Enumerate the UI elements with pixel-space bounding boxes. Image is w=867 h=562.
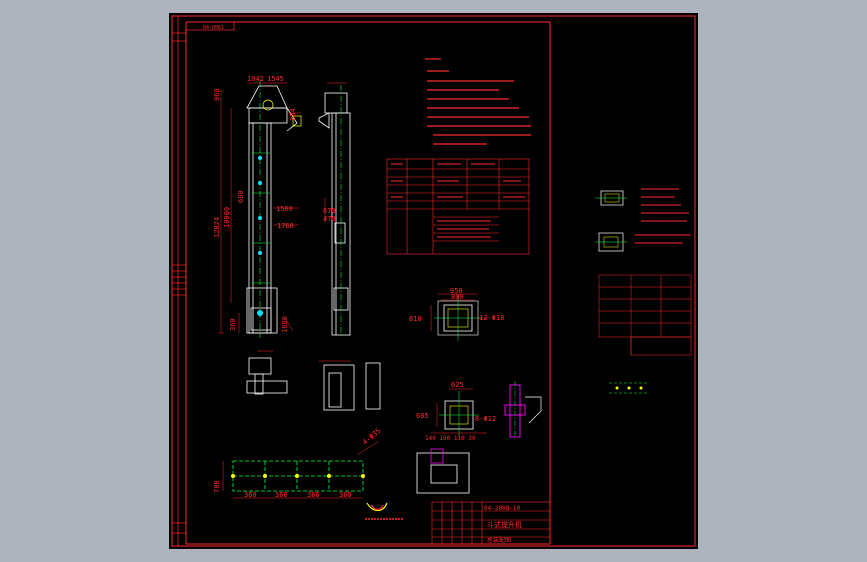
svg-text:12-Φ18: 12-Φ18 <box>479 314 504 322</box>
svg-text:12024: 12024 <box>213 217 221 238</box>
svg-text:950: 950 <box>450 287 463 295</box>
title-block-sub: 总装配图 <box>487 536 511 544</box>
company-logo <box>365 502 403 520</box>
inner-frame <box>185 21 551 545</box>
title-block[interactable] <box>431 501 551 545</box>
technical-notes <box>425 58 531 145</box>
rail-plan-view[interactable]: 780 360 360 360 360 4-Φ35 <box>213 427 382 499</box>
outer-frame <box>171 15 696 547</box>
svg-text:470: 470 <box>323 215 336 223</box>
svg-text:354: 354 <box>289 108 297 121</box>
binding-strip <box>172 16 186 546</box>
svg-text:360: 360 <box>275 491 288 499</box>
parameter-table <box>386 158 530 255</box>
bracket-views[interactable] <box>246 357 470 494</box>
svg-text:670: 670 <box>323 207 336 215</box>
svg-text:360: 360 <box>244 491 257 499</box>
magenta-detail[interactable] <box>504 381 542 441</box>
svg-text:810: 810 <box>409 315 422 323</box>
cad-drawing-sheet[interactable]: 04-0061 1042 1545 <box>169 13 698 549</box>
svg-text:685: 685 <box>416 412 429 420</box>
elevator-side-view[interactable]: 670 470 <box>318 82 351 338</box>
elevator-front-view[interactable] <box>246 81 302 338</box>
title-block-name: 斗式提升机 <box>487 520 522 529</box>
front-view-dim-text: 1042 1545 354 960 12024 10000 680 1500 1… <box>213 75 297 333</box>
svg-text:625: 625 <box>451 381 464 389</box>
svg-text:360: 360 <box>307 491 320 499</box>
svg-text:960: 960 <box>213 88 221 101</box>
svg-text:8-Φ12: 8-Φ12 <box>475 415 496 423</box>
front-view-dimensions <box>218 82 301 334</box>
title-block-code: 04-2008-10 <box>484 505 521 512</box>
section-b-view[interactable]: 625 685 8-Φ12 140 160 110 30 <box>416 381 496 442</box>
section-a-view[interactable]: 950 800 810 12-Φ18 <box>409 287 504 341</box>
svg-text:1042: 1042 <box>247 75 264 83</box>
svg-text:1500: 1500 <box>276 205 293 213</box>
svg-text:4-Φ35: 4-Φ35 <box>361 427 382 447</box>
svg-text:800: 800 <box>451 293 464 301</box>
svg-text:1768: 1768 <box>277 222 294 230</box>
svg-text:360: 360 <box>339 491 352 499</box>
svg-text:1680: 1680 <box>281 316 289 333</box>
corner-code: 04-0061 <box>203 25 224 31</box>
svg-text:780: 780 <box>213 480 221 493</box>
parameter-table-text <box>391 163 525 238</box>
corner-code-box <box>185 21 235 31</box>
svg-text:680: 680 <box>237 190 245 203</box>
svg-text:10000: 10000 <box>223 207 231 228</box>
cad-drawing-canvas[interactable]: 04-0061 1042 1545 <box>169 13 698 549</box>
svg-text:360: 360 <box>229 318 237 331</box>
svg-text:1545: 1545 <box>267 75 284 83</box>
svg-text:140 160 110 30: 140 160 110 30 <box>425 435 476 442</box>
right-detail-views[interactable] <box>595 188 692 394</box>
